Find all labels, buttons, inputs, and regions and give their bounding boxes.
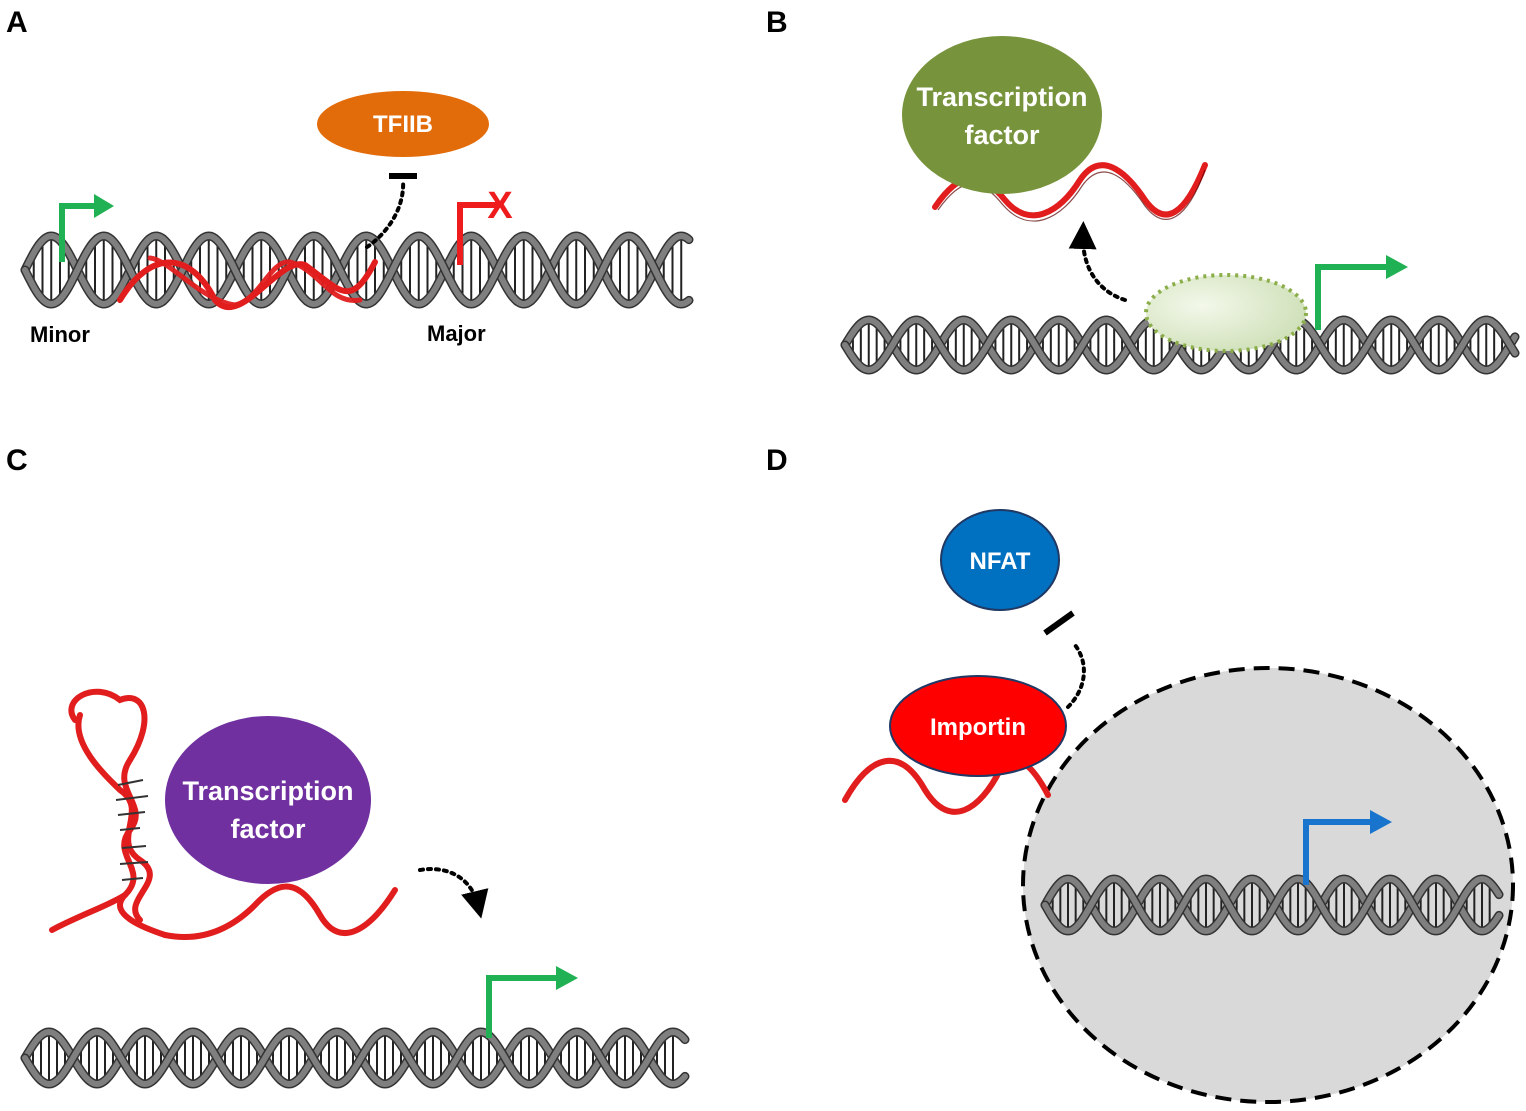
panel-b: B Transcription factor <box>766 6 1520 375</box>
nfat-label: NFAT <box>970 548 1031 575</box>
panel-a-label: A <box>6 6 28 39</box>
major-groove-label: Major <box>427 321 486 346</box>
helix-strand-a <box>22 232 692 308</box>
tss-arrow-icon <box>59 194 114 262</box>
helix-strand-a <box>1042 876 1502 934</box>
panel-c-label: C <box>6 444 28 477</box>
rna-hairpin-icon <box>49 688 398 940</box>
tf-b-line1: Transcription <box>916 82 1087 112</box>
helix-strand-b <box>1042 876 1502 934</box>
inhibition-line-d <box>1066 643 1086 709</box>
tss-arrow-icon <box>486 966 578 1038</box>
nfat-protein <box>940 509 1060 611</box>
transcription-factor-c <box>165 716 371 884</box>
nucleus <box>1021 666 1515 1104</box>
importin-protein <box>889 675 1067 777</box>
tss-arrow-icon <box>1315 255 1408 330</box>
panel-a: A X TFIIB Minor Major <box>6 6 694 347</box>
panel-d: D Importin NFAT <box>766 444 1515 1104</box>
helix-strand-b <box>22 1028 688 1088</box>
tfiib-label: TFIIB <box>373 111 433 138</box>
dna-helix-icon <box>20 1027 690 1089</box>
helix-strand-a <box>22 1028 688 1088</box>
tf-c-line1: Transcription <box>182 776 353 806</box>
tf-c-line2: factor <box>230 814 306 844</box>
rna-strand-in-helix-2 <box>147 255 363 308</box>
panel-b-label: B <box>766 6 788 39</box>
importin-label: Importin <box>930 714 1026 741</box>
blocked-tss-arrow-icon <box>457 202 498 265</box>
panel-d-label: D <box>766 444 788 477</box>
blocked-mark: X <box>487 185 513 227</box>
tss-arrow-icon <box>1303 810 1392 885</box>
binding-arrow <box>418 867 489 919</box>
vacated-binding-site <box>1144 273 1308 353</box>
release-arrow <box>1068 221 1127 302</box>
tf-b-line2: factor <box>964 120 1040 150</box>
panel-c: C Transcription factor <box>6 444 690 1089</box>
minor-groove-label: Minor <box>30 322 90 347</box>
inhibition-bar-icon <box>1043 610 1075 636</box>
inhibition-line <box>365 178 406 249</box>
dna-helix-icon <box>1040 874 1504 936</box>
tfiib-protein <box>317 91 489 157</box>
transcription-factor-b <box>902 36 1102 194</box>
